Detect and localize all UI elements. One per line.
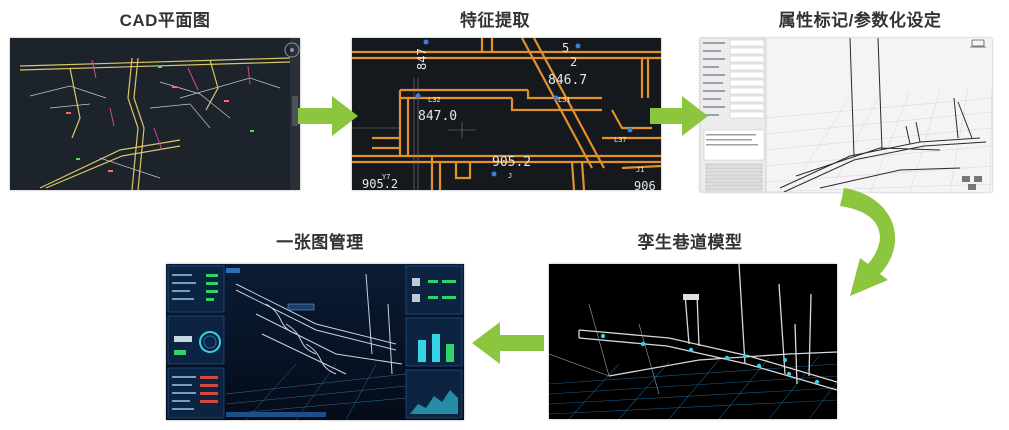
stage-title-model: 孪生巷道模型 xyxy=(637,233,743,252)
stage-title-attribute: 属性标记/参数化设定 xyxy=(778,11,942,30)
cad-plan-drawing xyxy=(10,38,300,190)
feature-extraction-panel: 846.7 847.0 905.2 905.2 L32 L31 L37 Y7 J… xyxy=(352,38,661,190)
arrow-feature-to-attribute xyxy=(650,96,708,136)
stage-title-feature: 特征提取 xyxy=(460,11,530,30)
one-map-management-panel xyxy=(166,264,464,420)
twin-tunnel-model-render xyxy=(549,264,837,419)
tunnel-label-l32: L32 xyxy=(428,96,441,104)
attribute-setting-panel xyxy=(700,38,992,192)
elevation-label-846-7: 846.7 xyxy=(548,73,587,88)
attribute-setting-drawing xyxy=(700,38,992,192)
twin-tunnel-model-panel xyxy=(549,264,837,419)
tunnel-label-j: J xyxy=(508,172,512,180)
tunnel-label-y7: Y7 xyxy=(382,173,390,181)
curved-arrow-attribute-to-model xyxy=(840,188,896,296)
elevation-label-5: 5 xyxy=(562,41,569,55)
stage-title-management: 一张图管理 xyxy=(276,233,364,252)
feature-extraction-drawing: 846.7 847.0 905.2 905.2 L32 L31 L37 Y7 J… xyxy=(352,38,661,190)
elevation-label-847-0: 847.0 xyxy=(418,109,457,124)
elevation-label-906: 906 xyxy=(634,179,656,190)
cad-plan-panel xyxy=(10,38,300,190)
management-dashboard-screen xyxy=(166,264,464,420)
tunnel-label-l37: L37 xyxy=(614,136,627,144)
tunnel-label-j1: J1 xyxy=(636,166,644,174)
arrow-model-to-management xyxy=(472,322,544,364)
elevation-label-905-2: 905.2 xyxy=(492,155,531,170)
stage-title-cad: CAD平面图 xyxy=(119,11,211,30)
arrow-cad-to-feature xyxy=(298,96,358,136)
tunnel-label-l31: L31 xyxy=(558,96,571,104)
elevation-label-2: 2 xyxy=(570,55,577,69)
elevation-label-847-vertical: 847 xyxy=(415,48,429,70)
elevation-label-905-2-edge: 905.2 xyxy=(362,177,398,190)
